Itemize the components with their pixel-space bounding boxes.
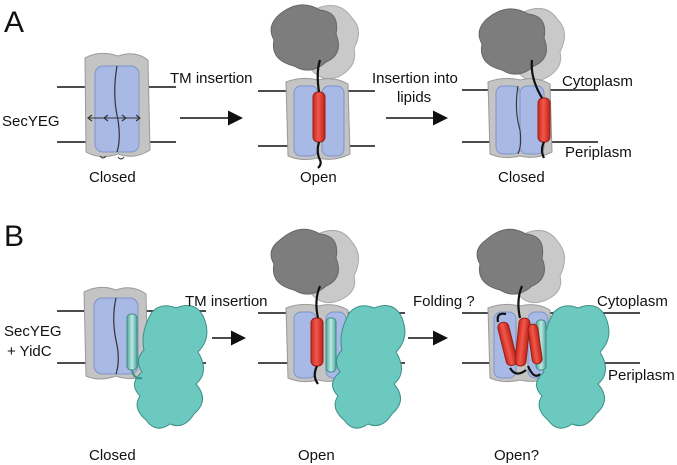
panel-a-letter: A bbox=[4, 6, 24, 39]
panel-b-state-2: Open bbox=[298, 447, 335, 464]
panel-b-folded-helices bbox=[496, 285, 543, 377]
panel-b-tm-helix-2 bbox=[310, 317, 324, 367]
panel-a-state-1: Closed bbox=[89, 169, 136, 186]
panel-a-channel-open bbox=[285, 59, 351, 169]
panel-b-periplasm-label: Periplasm bbox=[608, 367, 675, 384]
panel-a-state-2: Open bbox=[300, 169, 337, 186]
panel-a-ribosome-2 bbox=[270, 4, 359, 80]
panel-b-state-1: Closed bbox=[89, 447, 136, 464]
panel-b-nascent-chain-2 bbox=[313, 285, 322, 385]
panel-a-channel-closed-2 bbox=[487, 59, 553, 159]
panel-a-cytoplasm-label: Cytoplasm bbox=[562, 73, 633, 90]
panel-b-letter: B bbox=[4, 220, 24, 253]
panel-b-yidc-2 bbox=[325, 305, 406, 429]
panel-a-secyeg-label: SecYEG bbox=[2, 113, 60, 130]
panel-a: A SecYEG Closed TM insertion bbox=[2, 4, 633, 186]
panel-a-tm-helix-3 bbox=[537, 97, 551, 143]
panel-b-left-label-line1: SecYEG bbox=[4, 323, 62, 340]
panel-b-arrow-2-label: Folding ? bbox=[413, 293, 475, 310]
panel-b-yidc-1 bbox=[126, 305, 208, 429]
panel-a-periplasm-label: Periplasm bbox=[565, 144, 632, 161]
panel-a-state-3: Closed bbox=[498, 169, 545, 186]
panel-b-arrow-1-label: TM insertion bbox=[185, 293, 268, 310]
panel-b-cytoplasm-label: Cytoplasm bbox=[597, 293, 668, 310]
panel-a-arrow-1-label: TM insertion bbox=[170, 70, 253, 87]
panel-b-left-label-line2: + YidC bbox=[7, 343, 52, 360]
panel-a-arrow-2-label-line2: lipids bbox=[397, 89, 431, 106]
panel-b-state-3: Open? bbox=[494, 447, 539, 464]
panel-a-tm-helix-2 bbox=[312, 91, 326, 143]
panel-a-arrow-2-label-line1: Insertion into bbox=[372, 70, 458, 87]
panel-a-ribosome-3 bbox=[478, 7, 565, 82]
panel-b-ribosome-2 bbox=[270, 228, 359, 304]
panel-b: B SecYEG + YidC Closed TM insertion bbox=[4, 220, 675, 464]
panel-b-ribosome-3 bbox=[476, 228, 565, 304]
panel-a-channel-closed bbox=[84, 52, 151, 160]
